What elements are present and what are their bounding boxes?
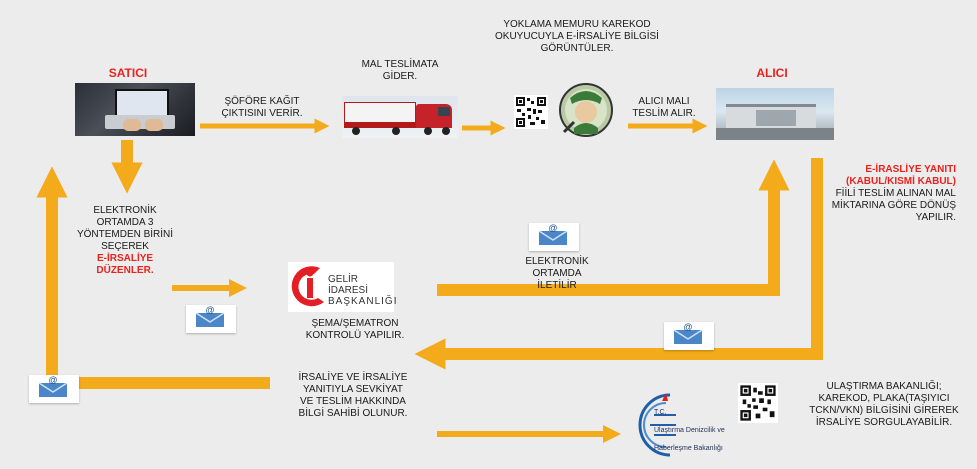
seller-laptop-image — [75, 83, 195, 136]
ministry-tc: T.C. — [654, 409, 667, 416]
svg-text:@: @ — [205, 305, 214, 315]
gib-logo-icon — [291, 266, 324, 307]
driver-print-text: ŞÖFÖRE KAĞIT ÇIKTISINI VERİR. — [221, 96, 303, 119]
electronic-left-text: ELEKTRONİK ORTAMDA 3 YÖNTEMDEN BİRİNİ SE… — [76, 205, 174, 276]
ministry-line3: Haberleşme Bakanlığı — [654, 445, 723, 452]
ministry-globe-icon — [638, 393, 676, 457]
qr-code-inspector — [514, 95, 548, 129]
mail-icon: @ — [186, 305, 236, 333]
arrow-gib-to-buyer — [437, 159, 790, 296]
informed-text: İRSALİYE VE İRSALİYE YANITIYLA SEVKİYAT … — [298, 372, 408, 419]
ministry-line2: Ulaştırma Denizcilik ve — [654, 427, 725, 434]
gib-name-line2: BAŞKANLIĞI — [328, 296, 398, 307]
mail-icon: @ — [529, 223, 579, 251]
buyer-warehouse-image — [716, 88, 834, 140]
mail-icon: @ — [664, 322, 714, 350]
svg-text:@: @ — [548, 223, 557, 233]
gib-name-line1: GELİR İDARESİ — [328, 274, 369, 296]
ministry-logo: T.C. Ulaştırma Denizcilik ve Haberleşme … — [636, 389, 736, 461]
inspector-text: YOKLAMA MEMURU KAREKOD OKUYUCUYLA E-İRSA… — [495, 19, 659, 54]
arrow-buyer-response — [414, 158, 823, 370]
svg-text:@: @ — [48, 375, 57, 385]
inspector-image — [552, 80, 618, 140]
mail-icon: @ — [29, 375, 79, 403]
gib-logo: GELİR İDARESİ BAŞKANLIĞI — [288, 262, 398, 312]
goods-delivery-text: MAL TESLİMATA GİDER. — [361, 59, 439, 82]
buyer-label: ALICI — [756, 66, 788, 80]
response-text: E-İRASLİYE YANITI (KABUL/KISMİ KABUL) Fİ… — [831, 164, 956, 223]
truck-image — [342, 96, 458, 138]
buyer-receives-text: ALICI MALI TESLİM ALIR. — [632, 96, 696, 119]
schema-check-text: ŞEMA/ŞEMATRON KONTROLÜ YAPILIR. — [305, 318, 405, 341]
ministry-query-text: ULAŞTIRMA BAKANLIĞI; KAREKOD, PLAKA(TAŞI… — [809, 381, 959, 428]
svg-text:@: @ — [683, 322, 692, 332]
qr-code-ministry — [738, 383, 778, 423]
transmitted-text: ELEKTRONİK ORTAMDA İLETİLİR — [525, 256, 589, 291]
seller-label: SATICI — [108, 66, 148, 80]
